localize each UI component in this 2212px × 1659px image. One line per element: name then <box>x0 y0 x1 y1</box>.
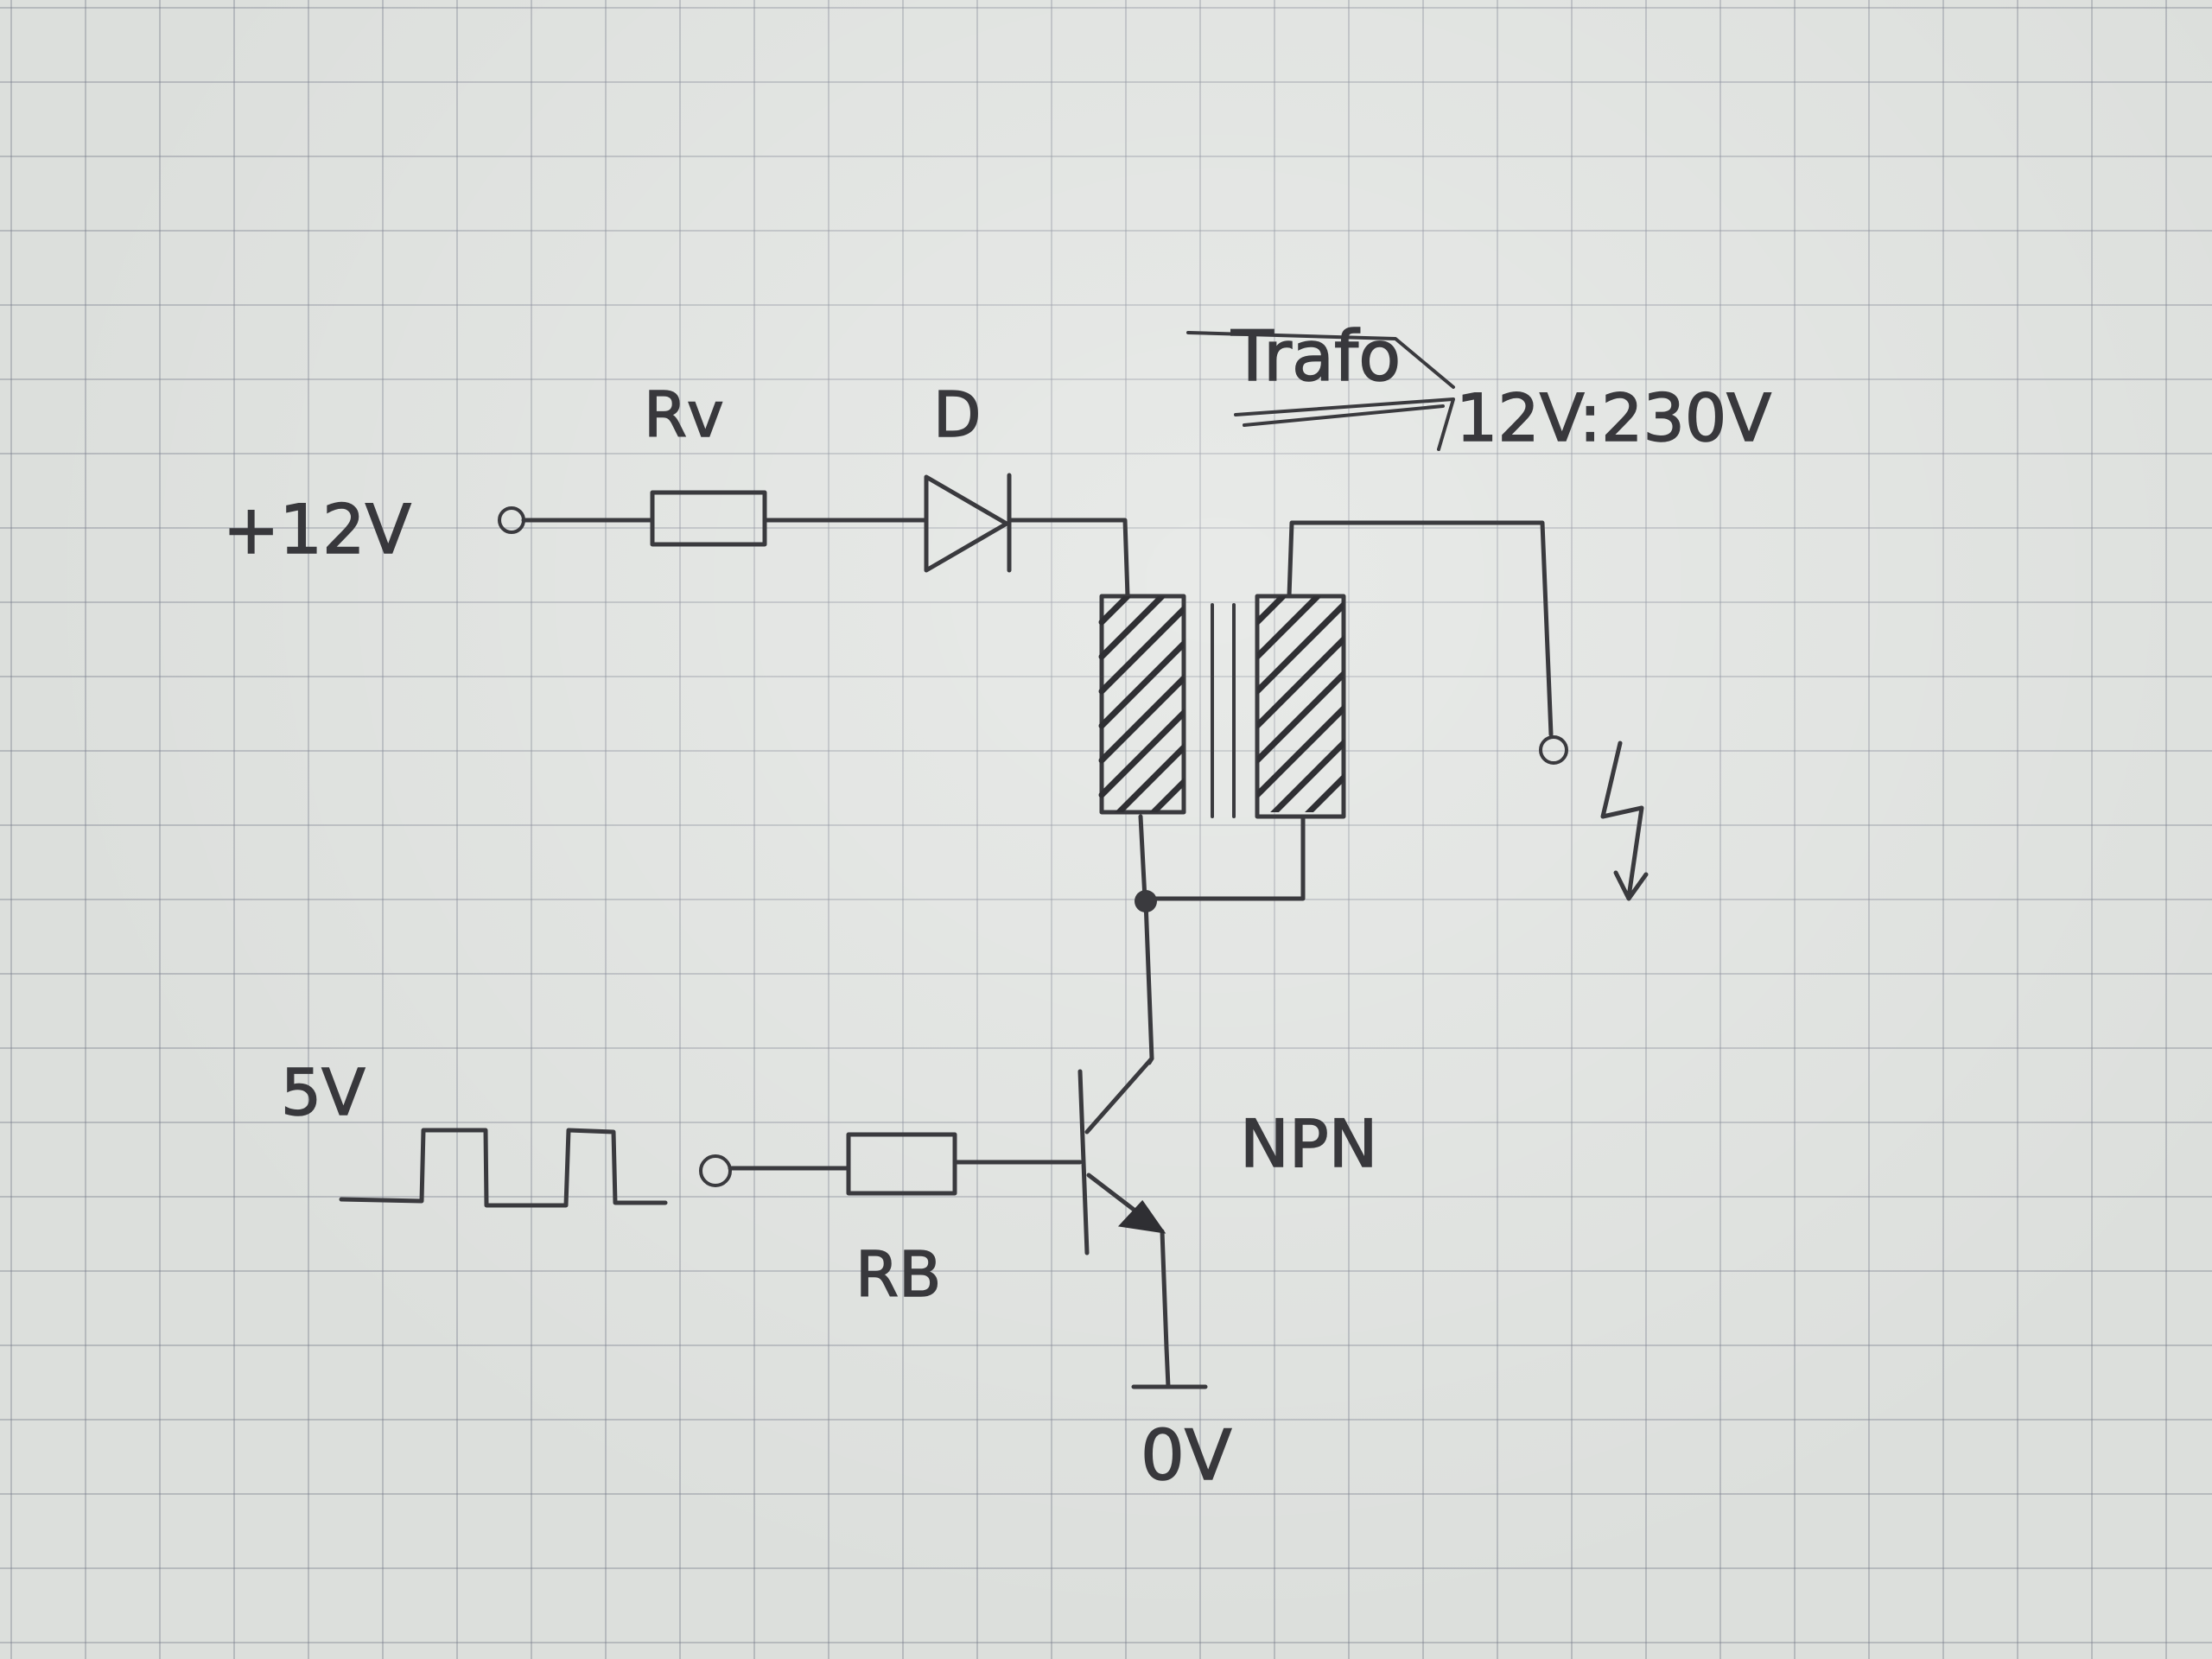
label-pulse-amplitude: 5V <box>281 1056 365 1130</box>
label-diode: D <box>933 378 981 451</box>
square-wave <box>339 1128 668 1208</box>
transformer <box>1098 594 1346 819</box>
output-terminal <box>1539 735 1568 765</box>
label-trafo: Trafo <box>1230 316 1401 397</box>
emitter-arrow <box>1117 1199 1166 1234</box>
junction-wiring <box>1135 814 1306 1065</box>
label-resistor-b: RB <box>855 1238 941 1311</box>
transistor-collector <box>1084 1056 1154 1135</box>
resistor-rb <box>846 1132 957 1196</box>
label-trafo-ratio: 12V:230V <box>1456 379 1771 456</box>
supply-line <box>498 473 1130 599</box>
transistor-emitter <box>1086 1173 1169 1351</box>
label-ground: 0V <box>1141 1415 1232 1496</box>
secondary-winding <box>1255 594 1346 819</box>
label-transistor: NPN <box>1240 1105 1378 1182</box>
lightning-icon <box>1600 741 1649 901</box>
npn-transistor <box>1077 1056 1208 1389</box>
primary-winding <box>1098 594 1186 815</box>
pulse-input <box>339 1128 1083 1208</box>
wire-diode-to-primary <box>1007 518 1130 599</box>
resistor-rv <box>650 490 767 547</box>
secondary-output <box>1287 520 1649 901</box>
label-resistor-v: Rv <box>644 378 724 451</box>
label-supply: +12V <box>223 492 411 569</box>
diode-symbol <box>924 473 1012 573</box>
ground-bar <box>1131 1345 1208 1389</box>
transistor-base-bar <box>1077 1069 1090 1255</box>
supply-terminal <box>498 506 525 534</box>
input-terminal <box>699 1154 732 1187</box>
trafo-underline <box>1186 331 1455 451</box>
